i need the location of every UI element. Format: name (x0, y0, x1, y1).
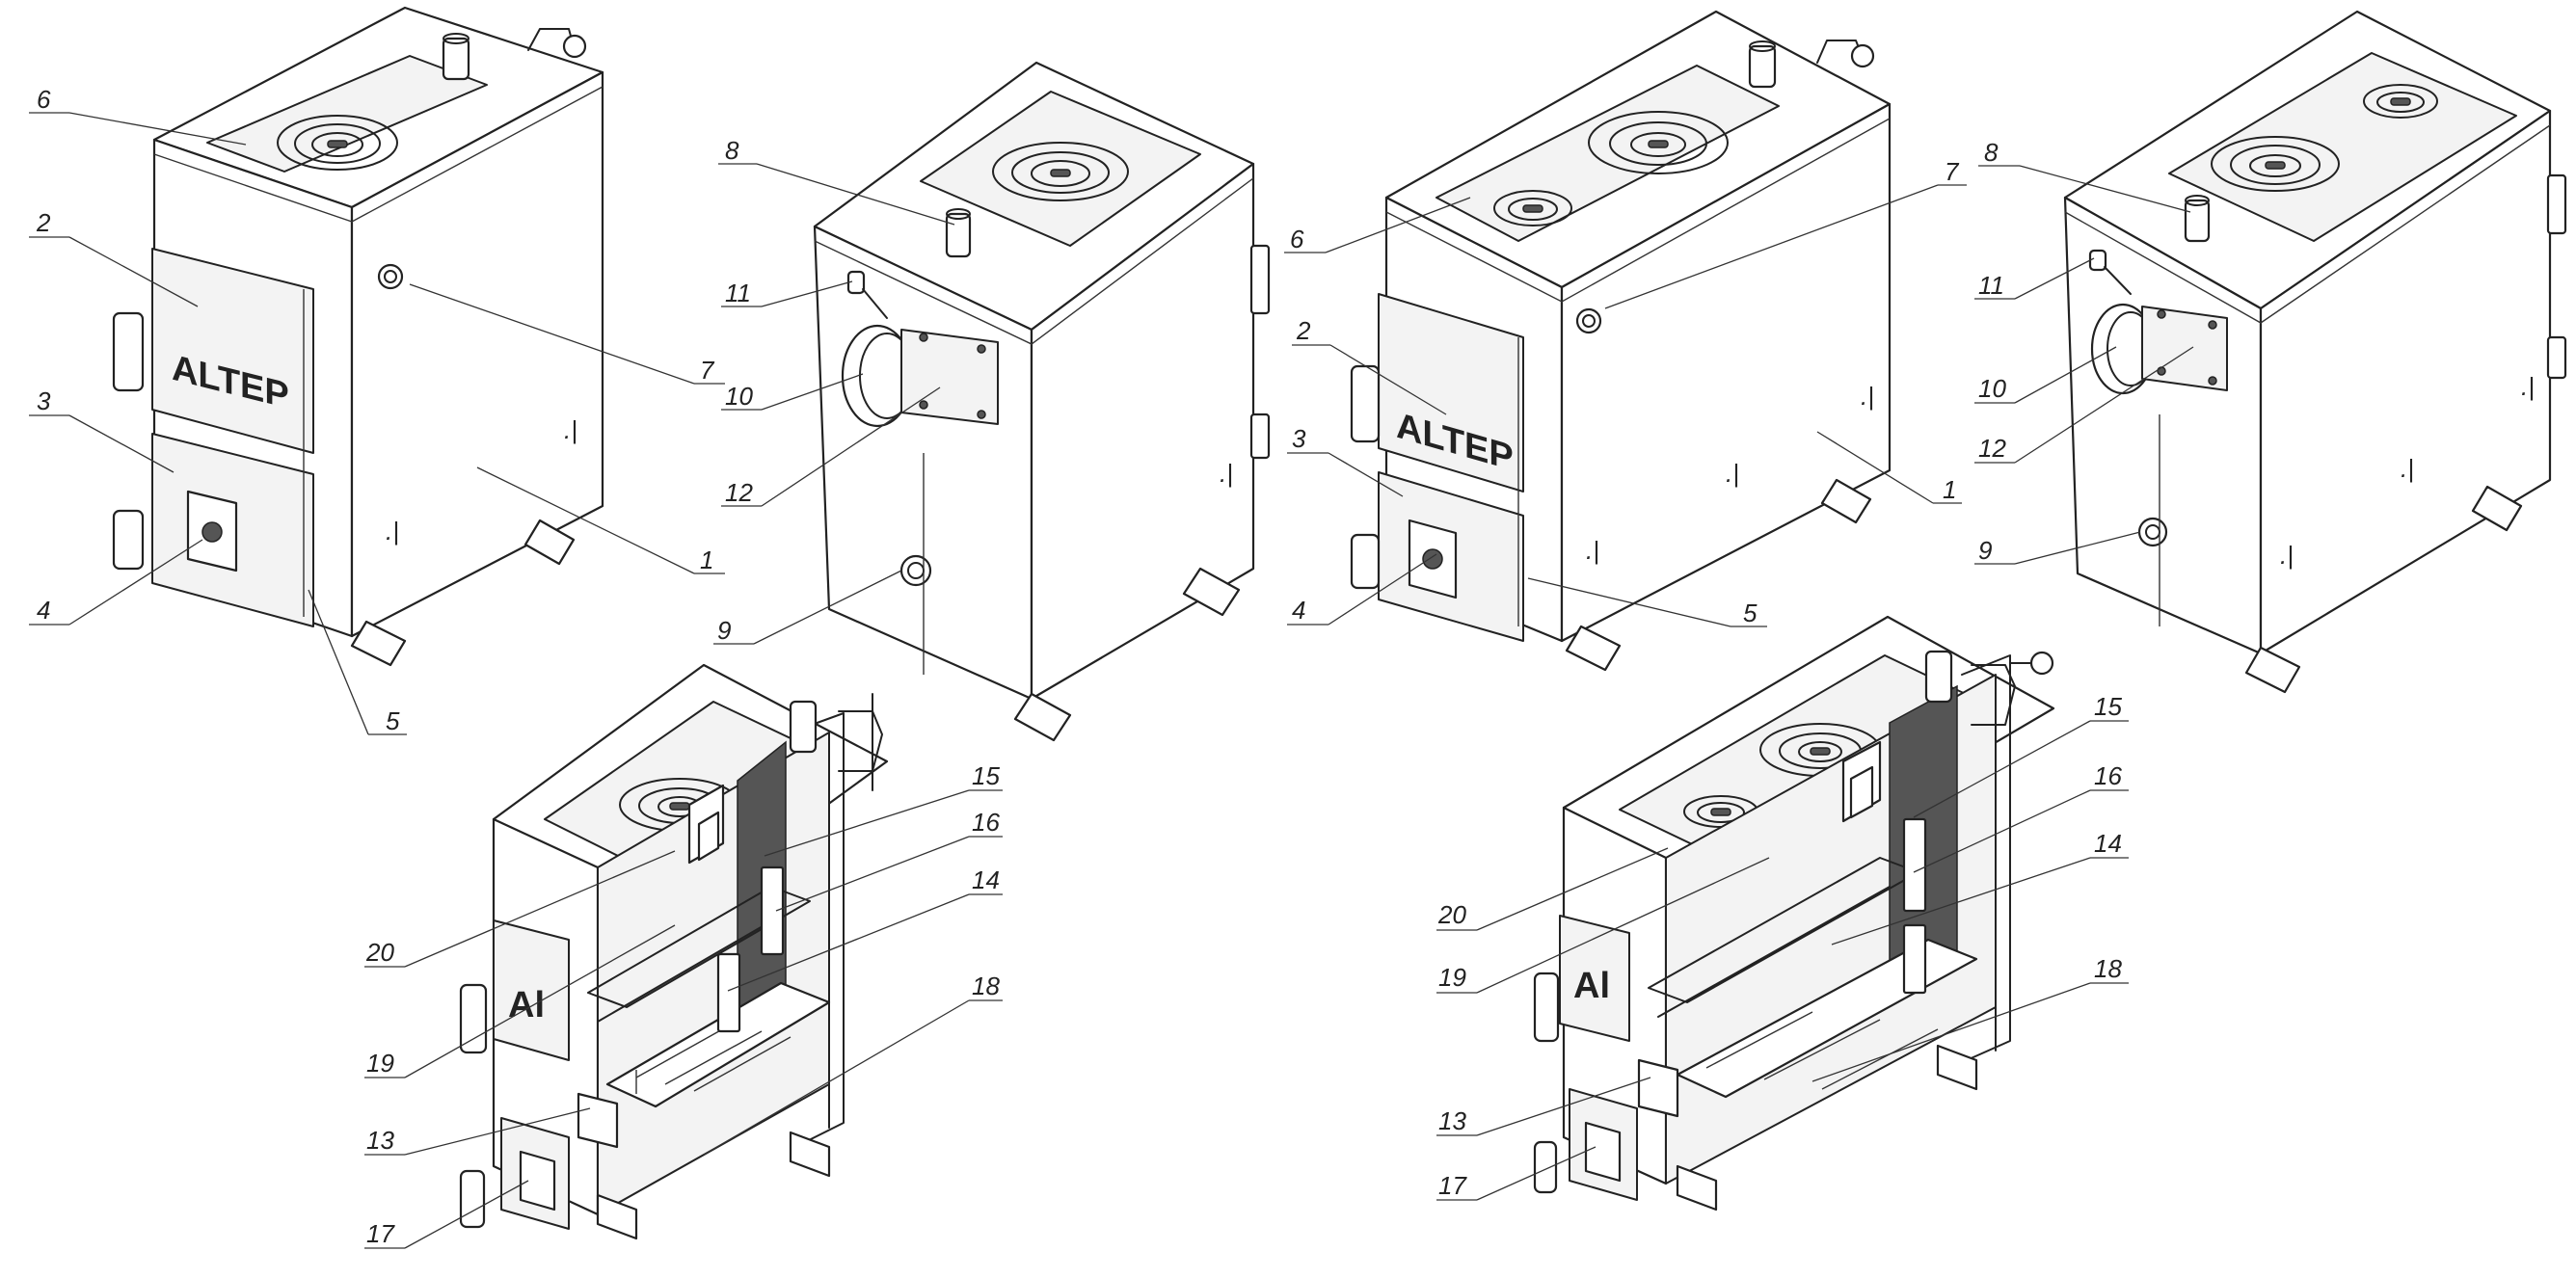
callout-label: 10 (1978, 374, 2006, 403)
ash-door-handle (1533, 1140, 1558, 1194)
callout-label: 2 (1296, 316, 1311, 345)
callout-label: 13 (1438, 1106, 1466, 1135)
callout-label: 2 (36, 208, 51, 237)
svg-text:.|: .| (2521, 372, 2535, 401)
callout-label: 7 (1945, 157, 1960, 186)
callout-label: 6 (1290, 225, 1304, 253)
view-4-callouts: 8 11 10 12 9 (1974, 138, 2194, 565)
cooking-plate (920, 91, 1201, 247)
view-2-callouts: 8 11 10 12 9 (713, 136, 955, 645)
grate-tray (1676, 938, 1978, 1099)
callout-label: 4 (1292, 596, 1305, 625)
svg-text:.|: .| (1220, 459, 1233, 488)
svg-text:.|: .| (1861, 382, 1874, 411)
draft-regulator (2029, 651, 2054, 676)
view-6-callouts: 20 19 13 17 15 16 14 18 (1436, 692, 2129, 1201)
callout-label: 16 (972, 808, 1000, 837)
callout-label: 1 (700, 546, 713, 574)
callout-label: 8 (1984, 138, 1999, 167)
callout-label: 17 (366, 1219, 395, 1248)
loading-door (493, 919, 570, 1061)
flue-stub (1924, 650, 1953, 704)
callout-label: 9 (717, 616, 731, 645)
view-5-boiler-cutaway: Al (459, 663, 889, 1240)
callout-label: 12 (1978, 434, 2006, 463)
callout-label: 14 (972, 865, 1000, 894)
callout-label: 14 (2094, 829, 2122, 858)
callout-label: 20 (365, 938, 394, 967)
loading-door-handle (112, 311, 145, 392)
flue-stub (789, 700, 818, 754)
ash-door-handle (1350, 533, 1381, 590)
view-1-callouts: 6 2 3 4 5 7 1 (29, 85, 725, 735)
boiler-side-face (1560, 102, 1892, 643)
cleaning-hatch (900, 329, 999, 425)
loading-door-handle (459, 983, 488, 1054)
callout-label: 16 (2094, 761, 2122, 790)
loading-door-handle (1533, 972, 1560, 1043)
view-6-boiler-cutaway: Al (1533, 615, 2055, 1211)
draft-regulator (562, 34, 587, 59)
callout-label: 11 (1978, 271, 2004, 300)
svg-text:.|: .| (1726, 459, 1739, 488)
boiler-side-face (2259, 109, 2552, 655)
callout-label: 17 (1438, 1171, 1467, 1200)
callout-label: 18 (972, 972, 1000, 1000)
view-3-boiler-front: ALTEP .| .| .| (1350, 10, 1892, 672)
view-5-callouts: 20 19 13 17 15 16 14 18 (364, 761, 1003, 1249)
callout-label: 6 (37, 85, 51, 114)
callout-label: 12 (725, 478, 753, 507)
loading-door-handle (1350, 364, 1381, 443)
svg-text:.|: .| (386, 517, 399, 546)
callout-label: 9 (1978, 536, 1992, 565)
callout-label: 4 (37, 596, 50, 625)
svg-text:.|: .| (2280, 541, 2294, 570)
ash-door-handle (112, 509, 145, 571)
callout-label: 13 (366, 1126, 394, 1155)
view-4-boiler-rear: .| .| .| (2063, 10, 2567, 694)
brand-label-partial: Al (1573, 966, 1610, 1006)
cooking-plate (2168, 52, 2517, 242)
ash-door-handle (459, 1169, 486, 1229)
callout-label: 19 (1438, 963, 1466, 992)
svg-text:.|: .| (564, 415, 577, 444)
callout-label: 18 (2094, 954, 2122, 983)
thermometer-icon (377, 263, 404, 290)
brand-label-partial: Al (508, 985, 545, 1025)
flue-stub (1748, 44, 1777, 89)
view-3-callouts: 6 2 3 4 7 5 1 (1284, 157, 1967, 627)
callout-label: 11 (725, 279, 751, 307)
callout-label: 15 (972, 761, 1000, 790)
callout-label: 3 (37, 386, 51, 415)
callout-label: 1 (1943, 475, 1956, 504)
svg-text:.|: .| (2401, 454, 2414, 483)
callout-label: 5 (386, 706, 400, 735)
return-pipe (899, 554, 932, 587)
return-pipe (2137, 517, 2168, 547)
view-1-boiler-front: ALTEP .| .| (112, 6, 604, 667)
thermometer-icon (1575, 307, 1602, 334)
boiler-side-face (350, 70, 604, 638)
cooking-plate (1436, 65, 1780, 242)
callout-label: 15 (2094, 692, 2122, 721)
callout-label: 3 (1292, 424, 1306, 453)
callout-label: 19 (366, 1049, 394, 1078)
loading-door (151, 248, 314, 454)
callout-label: 10 (725, 382, 753, 411)
flap-damper (2088, 249, 2107, 272)
draft-regulator (1850, 43, 1875, 68)
supply-pipe (2184, 199, 2211, 243)
flue-stub (442, 37, 470, 81)
callout-label: 8 (725, 136, 739, 165)
view-2-boiler-rear: .| (813, 61, 1271, 742)
svg-text:.|: .| (1586, 536, 1599, 565)
callout-label: 20 (1437, 900, 1466, 929)
callout-label: 5 (1743, 599, 1758, 627)
callout-label: 7 (700, 356, 715, 385)
boiler-side-face (1030, 162, 1255, 701)
supply-pipe (945, 212, 972, 258)
